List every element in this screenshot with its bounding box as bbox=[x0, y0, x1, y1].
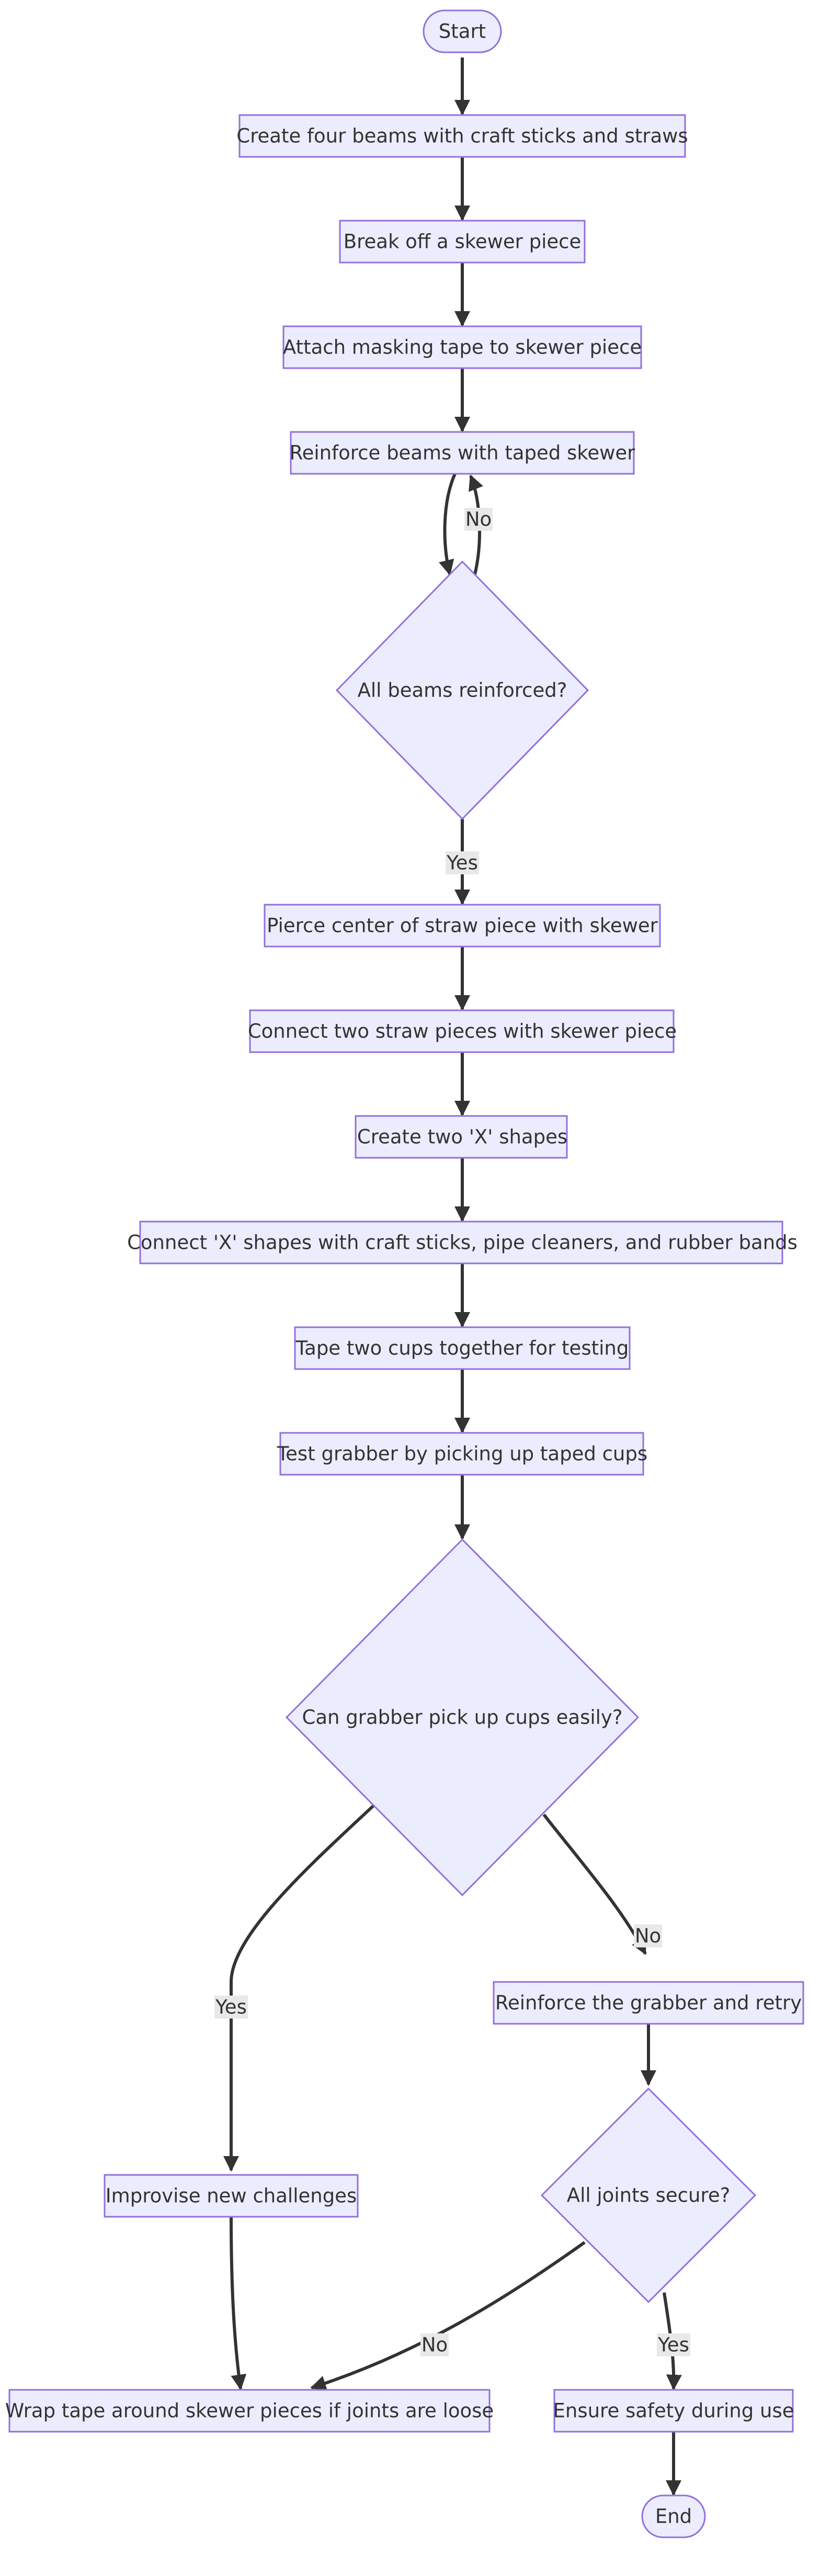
edge-reinforce-beams-to-decision bbox=[439, 473, 457, 576]
node-improvise: Improvise new challenges bbox=[104, 2174, 359, 2218]
edge-label-beams-no: No bbox=[464, 508, 493, 531]
node-end: End bbox=[641, 2494, 706, 2538]
node-joints-secure: All joints secure? bbox=[540, 2087, 757, 2304]
node-test-grabber: Test grabber by picking up taped cups bbox=[277, 1432, 647, 1476]
edge-label-cups-no-text: No bbox=[635, 1925, 661, 1947]
node-create-x: Create two 'X' shapes bbox=[355, 1115, 568, 1159]
node-create-beams-label: Create four beams with craft sticks and … bbox=[236, 125, 688, 147]
edge-cups-no-to-reinforce-grabber bbox=[542, 1814, 647, 1955]
node-test-grabber-label: Test grabber by picking up taped cups bbox=[277, 1443, 647, 1465]
node-can-pick-up: Can grabber pick up cups easily? bbox=[285, 1538, 640, 1897]
node-reinforce-grabber: Reinforce the grabber and retry bbox=[493, 1981, 804, 2025]
node-connect-x-label: Connect 'X' shapes with craft sticks, pi… bbox=[127, 1232, 798, 1254]
node-all-beams-reinforced-label: All beams reinforced? bbox=[358, 679, 567, 702]
node-break-skewer: Break off a skewer piece bbox=[339, 220, 586, 264]
node-attach-tape-label: Attach masking tape to skewer piece bbox=[283, 336, 642, 359]
node-wrap-tape-label: Wrap tape around skewer pieces if joints… bbox=[5, 2400, 494, 2422]
node-reinforce-beams: Reinforce beams with taped skewer bbox=[290, 431, 636, 475]
node-pierce-straw: Pierce center of straw piece with skewer bbox=[264, 904, 661, 948]
node-tape-cups-label: Tape two cups together for testing bbox=[295, 1337, 629, 1360]
node-reinforce-grabber-label: Reinforce the grabber and retry bbox=[495, 1992, 802, 2014]
edge-improvise-to-wrap-tape bbox=[230, 2216, 247, 2390]
edge-label-cups-yes: Yes bbox=[214, 1996, 248, 2019]
node-create-beams: Create four beams with craft sticks and … bbox=[236, 114, 688, 158]
node-wrap-tape: Wrap tape around skewer pieces if joints… bbox=[5, 2389, 494, 2433]
node-start-label: Start bbox=[439, 20, 486, 43]
node-connect-straws: Connect two straw pieces with skewer pie… bbox=[248, 1009, 677, 1053]
edge-cups-yes-to-improvise bbox=[223, 1804, 375, 2172]
node-reinforce-beams-label: Reinforce beams with taped skewer bbox=[290, 442, 636, 464]
edge-label-cups-no: No bbox=[634, 1924, 662, 1947]
edge-joints-no-to-wrap-tape bbox=[310, 2241, 586, 2391]
edge-label-beams-no-text: No bbox=[465, 508, 492, 531]
node-attach-tape: Attach masking tape to skewer piece bbox=[282, 325, 642, 369]
node-ensure-safety: Ensure safety during use bbox=[553, 2389, 794, 2433]
node-ensure-safety-label: Ensure safety during use bbox=[553, 2400, 794, 2422]
edge-label-beams-yes: Yes bbox=[446, 851, 479, 874]
node-end-label: End bbox=[655, 2505, 692, 2528]
node-improvise-label: Improvise new challenges bbox=[106, 2185, 357, 2207]
node-create-x-label: Create two 'X' shapes bbox=[357, 1126, 567, 1148]
edge-label-cups-yes-text: Yes bbox=[215, 1996, 247, 2019]
node-break-skewer-label: Break off a skewer piece bbox=[344, 231, 582, 253]
edge-label-joints-no-text: No bbox=[422, 2334, 448, 2356]
node-can-pick-up-label: Can grabber pick up cups easily? bbox=[302, 1706, 623, 1729]
node-all-beams-reinforced: All beams reinforced? bbox=[335, 560, 589, 820]
node-pierce-straw-label: Pierce center of straw piece with skewer bbox=[267, 915, 658, 937]
edge-label-joints-no: No bbox=[420, 2333, 449, 2356]
node-connect-straws-label: Connect two straw pieces with skewer pie… bbox=[248, 1020, 677, 1043]
node-tape-cups: Tape two cups together for testing bbox=[294, 1326, 631, 1370]
node-joints-secure-label: All joints secure? bbox=[567, 2184, 730, 2207]
node-connect-x: Connect 'X' shapes with craft sticks, pi… bbox=[127, 1221, 798, 1264]
edge-label-beams-yes-text: Yes bbox=[446, 852, 478, 874]
node-start: Start bbox=[423, 9, 502, 53]
edge-label-joints-yes-text: Yes bbox=[657, 2334, 689, 2356]
edge-label-joints-yes: Yes bbox=[657, 2333, 690, 2356]
